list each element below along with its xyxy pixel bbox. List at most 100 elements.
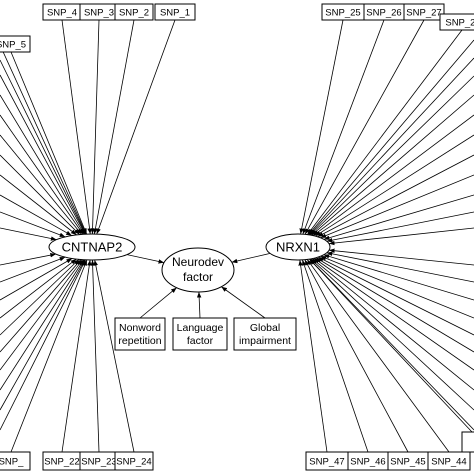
snp-box-right-top-3-label: SNP_2(	[445, 18, 474, 29]
snp-edge-right-26	[302, 259, 369, 453]
snp-box-left-bottom-2-label: SNP_23	[81, 457, 116, 468]
edge-indicator-to-neurodev-2	[221, 286, 266, 319]
snp-edge-left-15	[0, 227, 57, 241]
snp-edge-left-7	[0, 74, 86, 235]
gene-label-right: NRXN1	[276, 240, 320, 255]
snp-edge-left-27	[61, 259, 92, 453]
snp-box-left-top-4: SNP_1	[154, 3, 196, 21]
snp-box-right-bottom-0-label: SNP_47	[309, 457, 344, 468]
snp-box-right-top-0-label: SNP_25	[325, 8, 360, 19]
snp-box-left-bottom-0-label: SNP_	[0, 457, 24, 468]
snp-box-left-top-1: SNP_4	[42, 3, 82, 21]
snp-edge-right-3	[307, 29, 463, 235]
snp-box-left-bottom-2: SNP_23	[79, 451, 119, 471]
snp-edge-right-12	[323, 194, 474, 240]
indicator-global-line-2: impairment	[239, 335, 291, 347]
snp-box-left-top-3: SNP_2	[114, 3, 154, 21]
snp-edge-left-12	[0, 174, 77, 236]
snp-edge-right-9	[315, 134, 474, 237]
snp-edge-left-8	[0, 94, 85, 235]
indicator-global-impairment: Global impairment	[233, 317, 297, 351]
snp-edge-right-28	[306, 259, 450, 453]
snp-edge-right-24	[309, 258, 474, 431]
snp-box-right-bottom-0: SNP_47	[305, 451, 349, 471]
snp-edge-left-14	[0, 211, 66, 238]
snp-edge-left-3	[93, 19, 135, 235]
snp-edge-right-5	[309, 57, 474, 236]
snp-box-left-top-2-label: SNP_3	[84, 8, 114, 19]
snp-box-right-top-1-label: SNP_26	[366, 8, 401, 19]
snp-edge-right-20	[315, 257, 474, 353]
neurodev-factor-node: Neurodev factor	[161, 247, 235, 293]
snp-edge-left-5	[0, 44, 87, 235]
snp-edge-right-7	[311, 94, 474, 236]
gene-label-left: CNTNAP2	[62, 240, 123, 255]
gene-node-left: CNTNAP2	[48, 233, 136, 261]
snp-edge-right-23	[310, 258, 474, 411]
snp-edge-left-22	[0, 259, 83, 371]
snp-box-right-bottom-1-label: SNP_46	[350, 457, 385, 468]
gene-node-right: NRXN1	[265, 233, 331, 261]
edge-nrxn1-to-neurodev	[231, 253, 271, 264]
snp-edge-left-21	[0, 259, 82, 353]
snp-edge-right-11	[320, 174, 474, 239]
snp-box-right-bottom-3: SNP_44	[427, 451, 471, 471]
snp-edge-right-17	[323, 254, 474, 301]
snp-edge-left-20	[0, 259, 80, 336]
snp-edge-left-6	[0, 59, 87, 235]
snp-box-right-top-2: SNP_27	[403, 3, 445, 21]
indicator-global-line-1: Global	[250, 322, 280, 334]
snp-edge-left-4	[96, 19, 176, 235]
snp-edge-left-9	[0, 114, 84, 235]
neurodev-factor-line-2: factor	[183, 270, 213, 284]
snp-edge-right-21	[313, 257, 474, 371]
edge-indicator-to-neurodev-1	[196, 291, 202, 319]
snp-edge-right-10	[317, 154, 474, 238]
snp-box-right-bottom-3-label: SNP_44	[431, 457, 466, 468]
snp-edge-right-15	[328, 248, 474, 266]
snp-edge-right-2	[304, 19, 425, 235]
snp-edge-right-16	[326, 251, 474, 283]
snp-edge-left-23	[0, 259, 85, 391]
snp-box-left-top-1-label: SNP_4	[47, 8, 77, 19]
snp-edge-left-18	[0, 258, 73, 301]
snp-box-left-bottom-3: SNP_24	[114, 451, 154, 471]
snp-edge-right-19	[318, 256, 474, 336]
snp-box-left-top-3-label: SNP_2	[119, 8, 149, 19]
snp-edge-left-29	[93, 259, 135, 453]
snp-box-left-top-0: SNP_5	[0, 35, 31, 53]
edge-cntnap2-to-neurodev	[126, 254, 165, 264]
snp-box-right-bottom-2-label: SNP_45	[390, 457, 425, 468]
snp-edge-left-10	[0, 134, 82, 235]
snp-edge-right-6	[310, 75, 474, 236]
snp-edge-right-0	[299, 19, 344, 235]
snp-edge-left-11	[0, 154, 80, 235]
snp-edge-left-2	[90, 19, 100, 235]
snp-edge-right-18	[320, 255, 474, 319]
snp-box-right-top-2-label: SNP_27	[406, 8, 441, 19]
snp-edge-left-28	[90, 259, 100, 453]
snp-box-right-top-1: SNP_26	[363, 3, 405, 21]
snp-edge-right-29	[309, 258, 473, 433]
indicator-nonword-line-2: repetition	[118, 335, 161, 347]
edge-indicator-to-neurodev-0	[139, 287, 177, 319]
snp-edge-left-25	[0, 259, 86, 431]
snp-box-left-bottom-3-label: SNP_24	[116, 457, 151, 468]
indicator-nonword-repetition: Nonword repetition	[114, 317, 166, 351]
snp-box-right-bottom-4	[461, 431, 474, 453]
snp-edge-right-27	[304, 259, 409, 453]
snp-edge-right-25	[298, 259, 328, 453]
snp-edge-left-16	[0, 252, 56, 266]
snp-edge-left-17	[0, 256, 66, 283]
snp-edge-right-14	[328, 227, 474, 246]
snp-box-right-top-3: SNP_2(	[439, 13, 474, 31]
snp-edge-left-0	[10, 51, 88, 235]
snp-edge-left-26	[10, 259, 88, 453]
indicator-nonword-line-1: Nonword	[119, 322, 161, 334]
snp-box-left-top-0-label: SNP_5	[0, 40, 26, 51]
indicator-language-line-2: factor	[187, 335, 214, 347]
indicator-language-line-1: Language	[177, 322, 224, 334]
snp-box-right-top-0: SNP_25	[321, 3, 365, 21]
snp-box-left-top-2: SNP_3	[79, 3, 119, 21]
